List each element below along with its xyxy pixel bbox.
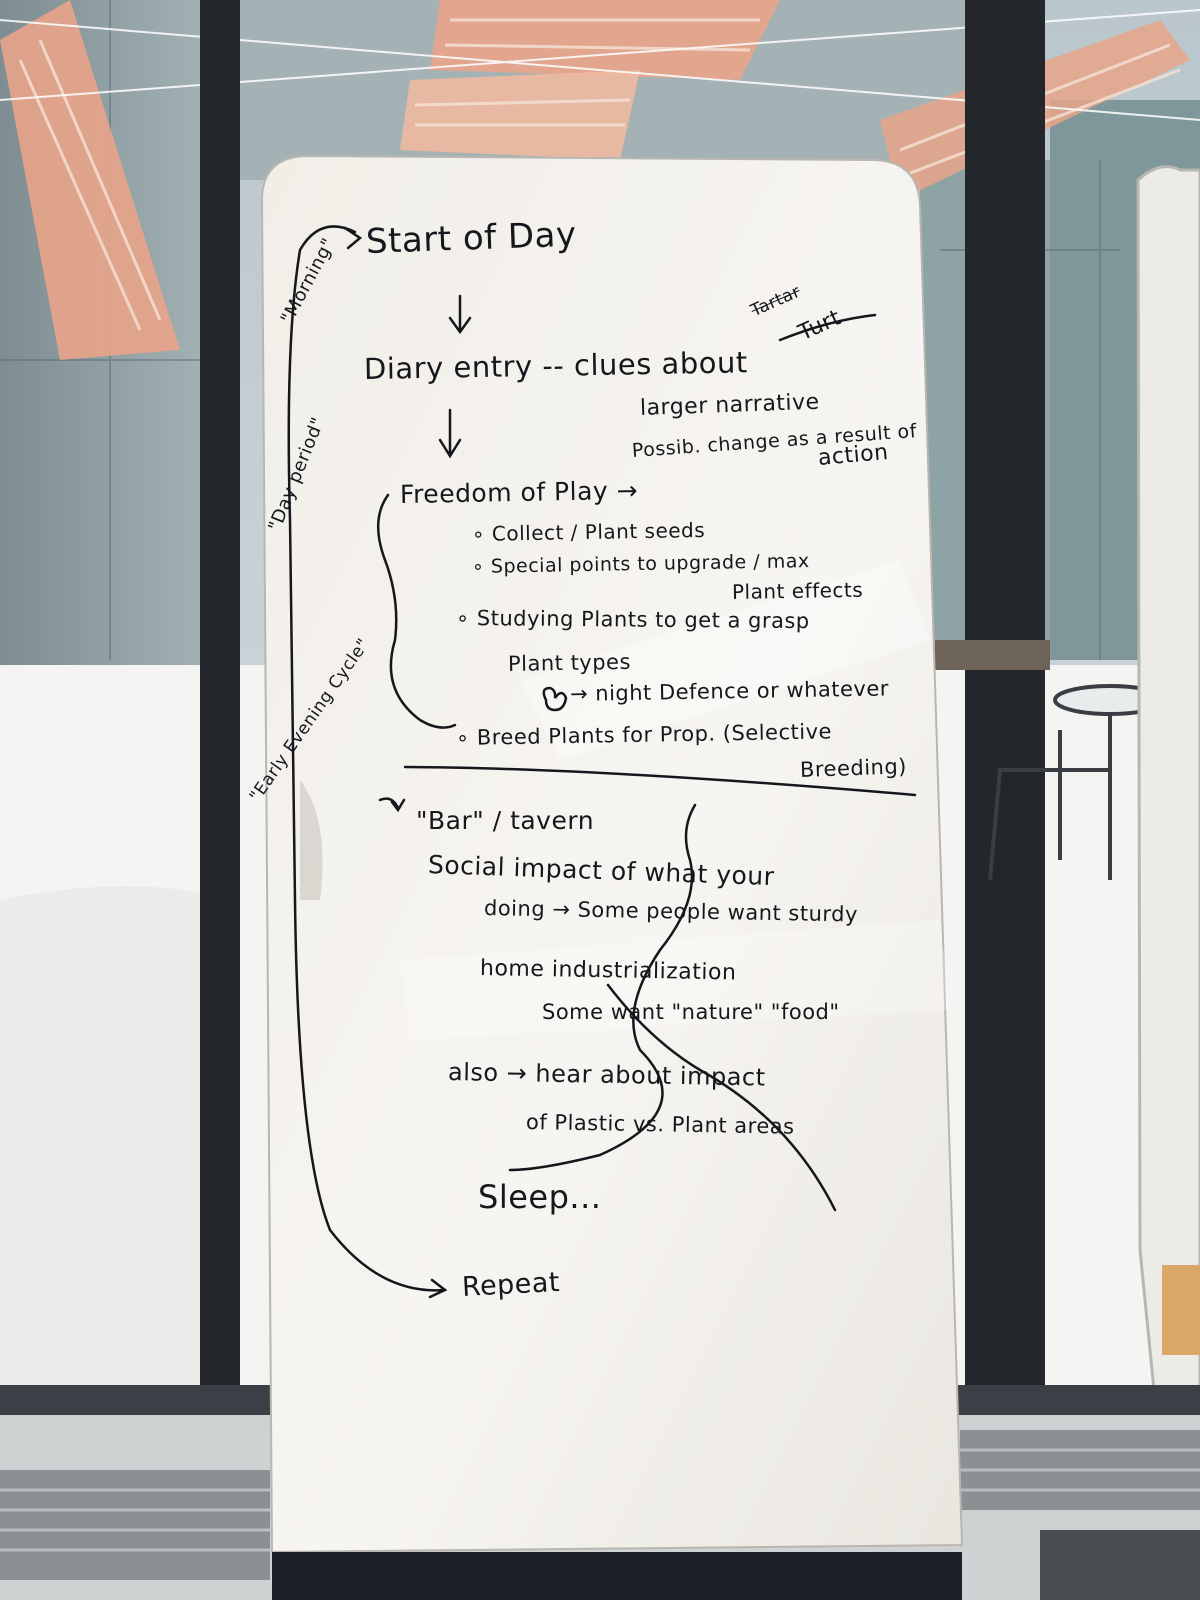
bar-tavern-text: "Bar" / tavern — [416, 806, 595, 835]
bullet-item-3: ∘ Studying Plants to get a grasp — [455, 606, 810, 634]
sleep-text: Sleep... — [478, 1178, 602, 1216]
crossing-curve-2 — [606, 983, 837, 1212]
arrow-down-1 — [448, 294, 472, 335]
evening-arrow — [378, 797, 406, 813]
window-frames — [200, 0, 1045, 1420]
repeat-arrow-head — [428, 1278, 448, 1299]
natural-food-text: Some want "nature" "food" — [542, 1000, 840, 1024]
crossing-curve-1 — [508, 803, 697, 1172]
plant-effects-text: Plant effects — [731, 577, 864, 604]
diary-entry-text: Diary entry -- clues about — [363, 345, 748, 386]
plant-types-text: Plant types — [507, 649, 632, 676]
breeding-text: Breeding) — [799, 754, 908, 782]
bullet-text: Collect / Plant seeds — [491, 517, 706, 546]
bullet-text: Studying Plants to get a grasp — [476, 606, 810, 634]
wood-table-edge — [1162, 1265, 1200, 1355]
flow-title: Start of Day — [365, 214, 578, 262]
repeat-text: Repeat — [461, 1266, 561, 1303]
whiteboard-base — [272, 1552, 962, 1600]
bullet-item-1: ∘ Collect / Plant seeds — [471, 517, 706, 546]
also-hear-text: also → hear about impact — [447, 1058, 766, 1092]
freedom-of-play-text: Freedom of Play → — [399, 475, 639, 509]
section-divider — [403, 765, 917, 797]
outer-loop-bracket — [287, 225, 447, 1292]
arrow-down-2 — [438, 408, 462, 459]
night-icon — [542, 686, 568, 712]
home-industrialization-text: home industrialization — [479, 956, 737, 986]
start-arrow-head — [343, 226, 363, 250]
floor-vent — [0, 1430, 1200, 1580]
day-period-bracket — [376, 493, 457, 729]
plastic-vs-plant-text: of Plastic vs. Plant areas — [525, 1110, 795, 1139]
corner-underline — [778, 313, 877, 342]
